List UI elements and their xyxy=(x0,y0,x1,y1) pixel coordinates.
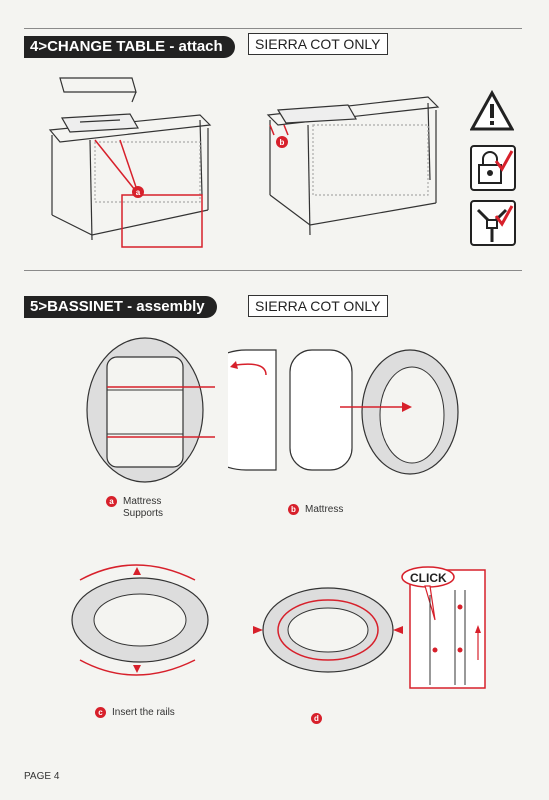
section-5-title: 5>BASSINET - assembly xyxy=(24,296,217,318)
cot-change-table-figure-right: b xyxy=(266,96,440,236)
marker-d: d xyxy=(311,713,322,724)
rail-lock-figure xyxy=(253,587,403,673)
caption-b: b Mattress xyxy=(288,504,343,516)
step-a-marker: a xyxy=(136,188,141,197)
marker-a: a xyxy=(106,496,117,507)
caption-a: a Mattress Supports xyxy=(106,496,163,520)
bassinet-supports-figure xyxy=(86,337,215,483)
marker-c: c xyxy=(95,707,106,718)
caption-c: c Insert the rails xyxy=(95,707,175,719)
caption-b-text: Mattress xyxy=(305,504,344,515)
top-rule xyxy=(24,28,522,29)
caption-d: d xyxy=(311,713,322,725)
insert-rails-figure xyxy=(71,564,209,676)
caption-a-line1: Mattress xyxy=(123,496,162,507)
section-4-badge: SIERRA COT ONLY xyxy=(248,33,388,55)
step-b-marker: b xyxy=(280,138,285,147)
mattress-figure xyxy=(228,349,353,471)
caption-c-text: Insert the rails xyxy=(112,707,175,718)
cot-change-table-figure-left: a xyxy=(48,77,212,248)
click-detail-figure xyxy=(401,566,486,689)
padlock-check-icon xyxy=(470,145,516,191)
caption-a-line2: Supports xyxy=(123,508,164,519)
page-number: PAGE 4 xyxy=(24,771,60,782)
section-4-title: 4>CHANGE TABLE - attach xyxy=(24,36,235,58)
click-label: CLICK xyxy=(410,571,447,585)
harness-check-icon xyxy=(470,200,516,246)
bassinet-mattress-figure xyxy=(340,349,459,475)
marker-b: b xyxy=(288,504,299,515)
section-5-badge: SIERRA COT ONLY xyxy=(248,295,388,317)
warning-icon xyxy=(469,89,515,132)
section-divider xyxy=(24,270,522,271)
